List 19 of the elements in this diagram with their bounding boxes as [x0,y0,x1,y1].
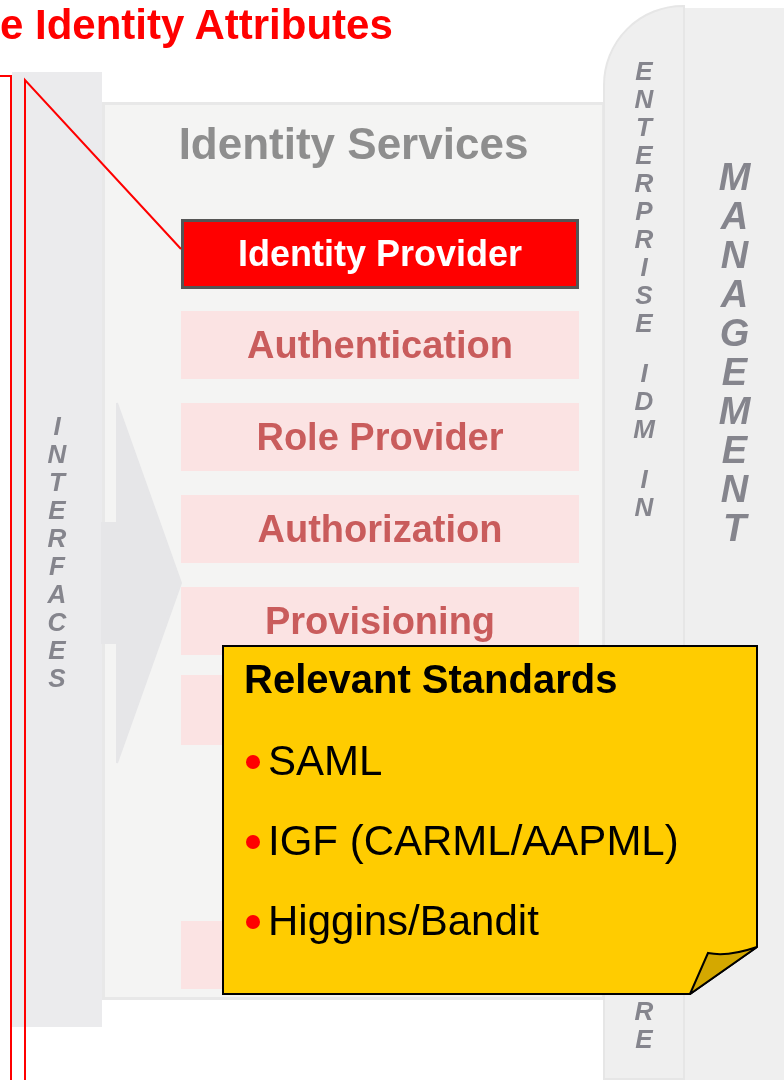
process-box: Role Provider [181,403,579,471]
process-box: Authentication [181,311,579,379]
leader-line [24,77,182,1080]
process-box [181,921,223,989]
title: e Identity Attributes [0,2,393,48]
list-item: Higgins/Bandit [268,897,539,945]
interfaces-band [12,72,102,1027]
list-item: IGF (CARML/AAPML) [268,817,679,865]
vertical-label: RE [633,997,655,1053]
process-box: Identity Provider [181,219,579,289]
panel-heading: Identity Services [177,119,530,169]
note-heading: Relevant Standards [244,657,618,702]
process-box: Authorization [181,495,579,563]
list-item: SAML [268,737,383,785]
vertical-label: INTERFACES [46,412,68,692]
sticky-note-tooltip [222,645,758,995]
vertical-label: ENTERPRISE IDM IN [632,57,657,521]
vertical-label: MANAGEMENT [717,158,752,548]
process-box [181,675,223,745]
